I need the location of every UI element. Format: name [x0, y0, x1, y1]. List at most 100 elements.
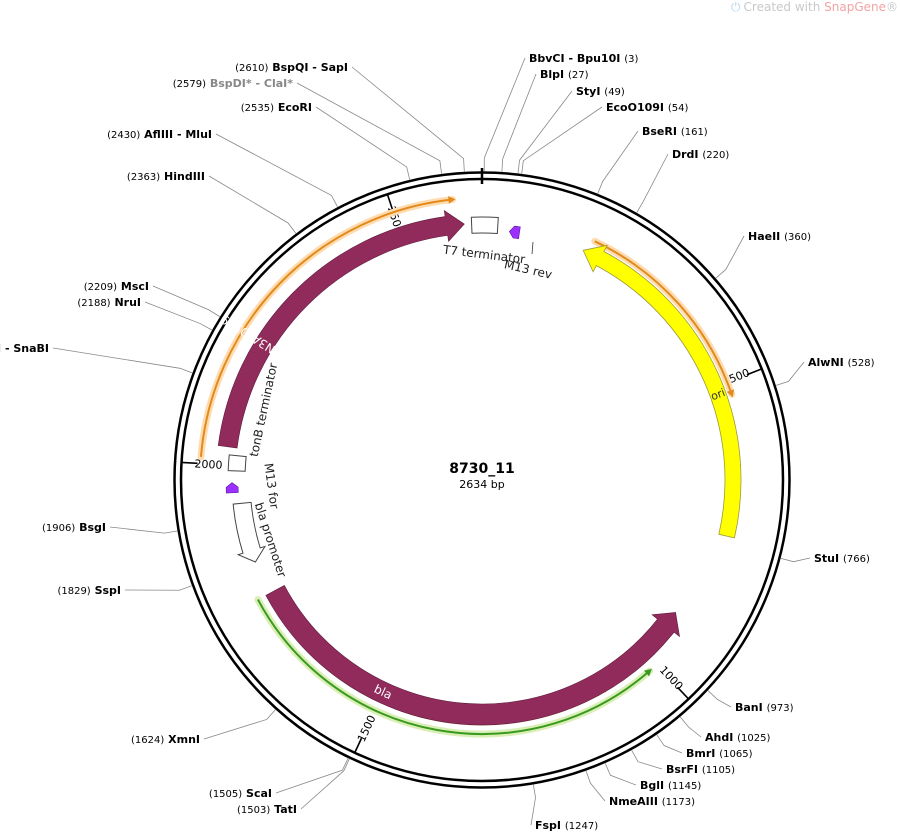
enzyme-position: (766) — [843, 554, 870, 565]
enzyme-label: AhdI (1025) — [705, 731, 771, 744]
enzyme-label: (2209) MscI — [84, 280, 149, 293]
enzyme-label: (1906) BsgI — [42, 521, 106, 534]
enzyme-label: (1503) TatI — [237, 803, 297, 816]
enzyme-label: (2188) NruI — [77, 296, 141, 309]
enzyme-position: (3) — [624, 54, 638, 65]
enzyme-position: (1906) — [42, 523, 75, 534]
orf-ori-arrowhead — [726, 389, 735, 398]
enzyme-bsrfi: BsrFI (1105) — [631, 750, 735, 776]
enzyme-leader-line — [707, 690, 732, 708]
enzyme-leader-line — [215, 133, 338, 208]
enzyme-position: (2430) — [107, 130, 140, 141]
enzyme-label: (2610) BspQI - SapI — [235, 61, 348, 74]
enzyme-separator: - — [252, 77, 264, 90]
enzyme-label: (2124) BsaAI - SnaBI — [0, 342, 49, 355]
enzyme-name: DrdI — [672, 148, 699, 161]
orf-ori-line — [594, 240, 733, 395]
enzyme-sspi: (1829) SspI — [57, 584, 192, 597]
enzyme-name: BbvCI — [529, 52, 565, 65]
tick-mark — [676, 686, 690, 700]
enzyme-fspi: FspI (1247) — [530, 784, 598, 832]
enzyme-scai: (1505) ScaI — [209, 758, 349, 800]
enzyme-position: (1025) — [737, 733, 770, 744]
enzyme-position: (1247) — [565, 821, 598, 832]
enzyme-leader-line — [208, 175, 297, 234]
enzyme-bspqi: (2610) BspQI - SapI — [235, 61, 465, 172]
enzyme-name: EcoO109I — [606, 101, 664, 114]
enzyme-name: NmeAIII — [609, 795, 658, 808]
enzyme-msci: (2209) MscI — [84, 280, 220, 317]
m13-rev-leader — [531, 241, 534, 255]
enzyme-sites: BbvCI - Bpu10I (3) BlpI (27)StyI (49) EcoO… — [0, 52, 875, 832]
enzyme-position: (2579) — [173, 79, 206, 90]
t7-terminator-box — [470, 216, 499, 234]
tonb-terminator-box — [227, 454, 247, 472]
enzyme-label: BsrFI (1105) — [666, 763, 735, 776]
tick-mark — [386, 193, 394, 210]
enzyme-leader-line — [656, 734, 683, 754]
enzyme-position: (1105) — [702, 765, 735, 776]
enzyme-name: BsgI — [79, 521, 106, 534]
enzyme-label: (2430) AflIII - MluI — [107, 128, 212, 141]
enzyme-name: BglI — [640, 779, 664, 792]
enzyme-name: HaeII — [748, 230, 780, 243]
enzyme-position: (360) — [784, 232, 811, 243]
enzyme-leader-line — [124, 585, 192, 591]
enzyme-blpi: BlpI (27) — [501, 68, 589, 172]
enzyme-leader-line — [152, 285, 220, 317]
orf-jcvi-arrowhead — [448, 196, 456, 204]
enzyme-name-2: ClaI — [264, 77, 287, 90]
enzyme-alwni: AlwNI (528) — [776, 356, 875, 386]
enzyme-separator: - — [1, 342, 13, 355]
enzyme-leader-line — [315, 106, 411, 180]
enzyme-star: * — [287, 77, 293, 90]
enzyme-label: NmeAIII (1173) — [609, 795, 695, 808]
enzyme-leader-line — [597, 130, 639, 194]
enzyme-label: BbvCI - Bpu10I (3) — [529, 52, 638, 65]
enzyme-separator: - — [308, 61, 320, 74]
enzyme-position: (528) — [848, 358, 875, 369]
enzyme-name: AhdI — [705, 731, 733, 744]
enzyme-leader-line — [300, 758, 350, 810]
enzyme-label: (1505) ScaI — [209, 787, 272, 800]
enzyme-leader-line — [585, 770, 606, 802]
orf-jcvi-line — [199, 198, 453, 457]
enzyme-label: BanI (973) — [735, 701, 794, 714]
enzyme-leader-line — [351, 66, 465, 172]
enzyme-afliii: (2430) AflIII - MluI — [107, 128, 338, 208]
enzyme-nmeaiii: NmeAIII (1173) — [585, 770, 695, 808]
enzyme-name: StyI — [576, 85, 600, 98]
enzyme-position: (2209) — [84, 282, 117, 293]
enzyme-nrui: (2188) NruI — [77, 296, 213, 331]
enzyme-label: HaeII (360) — [748, 230, 811, 243]
enzyme-bsgi: (1906) BsgI — [42, 521, 178, 534]
enzyme-hindiii: (2363) HindIII — [127, 170, 297, 234]
tick-mark — [354, 737, 363, 754]
snapgene-watermark: ⏻Created with SnapGene® — [731, 0, 898, 14]
enzyme-leader-line — [483, 57, 526, 172]
enzyme-position: (2610) — [235, 63, 268, 74]
enzyme-bsaai: (2124) BsaAI - SnaBI — [0, 342, 193, 374]
enzyme-name: BmrI — [686, 747, 715, 760]
enzyme-name: BlpI — [540, 68, 564, 81]
enzyme-name: StuI — [814, 552, 839, 565]
enzyme-position: (1829) — [57, 586, 90, 597]
enzyme-bmri: BmrI (1065) — [656, 734, 753, 760]
enzyme-position: (49) — [604, 87, 625, 98]
enzyme-position: (1624) — [131, 735, 164, 746]
enzyme-leader-line — [52, 347, 193, 374]
enzyme-label: StyI (49) — [576, 85, 625, 98]
snapgene-logo-icon: ⏻ — [731, 0, 741, 14]
orf-bla-green-arrowhead — [644, 668, 652, 677]
enzyme-position: (1503) — [237, 805, 270, 816]
enzyme-leader-line — [109, 526, 178, 534]
enzyme-bgli: BglI (1145) — [604, 763, 701, 792]
tick-label: 1000 — [657, 664, 686, 693]
enzyme-name-2: SnaBI — [13, 342, 49, 355]
enzyme-position: (1145) — [668, 781, 701, 792]
enzyme-label: (2579) BspDI* - ClaI* — [173, 77, 294, 90]
enzyme-position: (1065) — [719, 749, 752, 760]
enzyme-name-2: Bpu10I — [577, 52, 621, 65]
ori-arrow — [582, 244, 742, 539]
enzyme-leader-line — [780, 557, 811, 563]
